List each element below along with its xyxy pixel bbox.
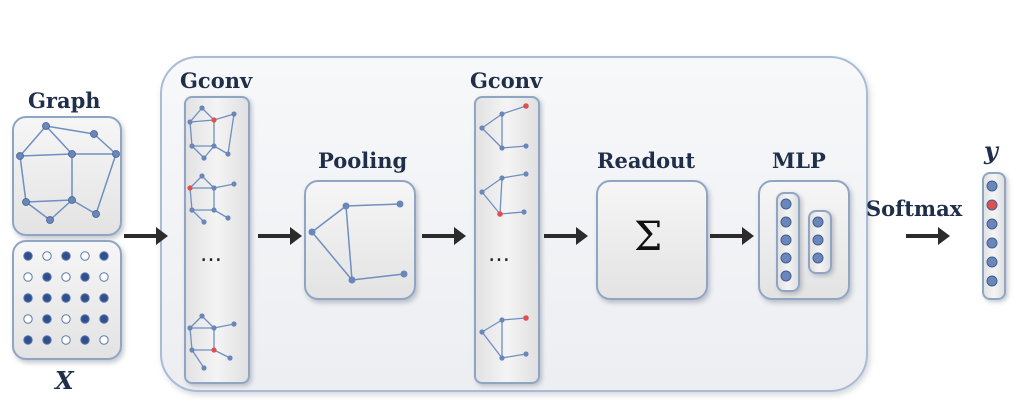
feature-cell — [99, 314, 109, 324]
y-label: y — [984, 136, 998, 165]
feature-cell — [23, 335, 33, 345]
arrow-input-to-gconv — [124, 227, 168, 245]
graph-label: Graph — [28, 88, 101, 113]
gconv1-ellipsis: … — [200, 242, 224, 267]
mlp-label: MLP — [772, 148, 826, 173]
gconv1-graphs — [187, 105, 237, 371]
feature-cell — [61, 272, 71, 282]
feature-cell — [80, 293, 90, 303]
output-node — [986, 256, 998, 268]
feature-cell — [80, 335, 90, 345]
mlp-node — [780, 216, 792, 228]
output-node — [986, 180, 998, 192]
gconv1-strip — [184, 96, 250, 384]
feature-cell — [42, 293, 52, 303]
arrow-readout-to-mlp — [710, 227, 754, 245]
mlp-node — [812, 252, 824, 264]
arrow-pooling-to-gconv — [422, 227, 466, 245]
gconv2-ellipsis: … — [488, 242, 512, 267]
feature-cell — [80, 272, 90, 282]
mlp-node — [780, 252, 792, 264]
feature-cell — [42, 314, 52, 324]
pooling-label: Pooling — [318, 148, 408, 173]
feature-cell — [42, 272, 52, 282]
gconv1-label: Gconv — [180, 68, 253, 93]
x-label: X — [55, 366, 74, 395]
mlp-node — [780, 198, 792, 210]
readout-label: Readout — [597, 148, 696, 173]
readout-box — [596, 180, 708, 300]
feature-cell — [42, 335, 52, 345]
feature-cell — [61, 293, 71, 303]
mlp-node — [780, 270, 792, 282]
output-node — [986, 199, 998, 211]
feature-cell — [99, 272, 109, 282]
feature-cell — [61, 335, 71, 345]
feature-cell — [99, 251, 109, 261]
mlp-node — [812, 234, 824, 246]
feature-cell — [23, 293, 33, 303]
arrow-gconv-to-pooling — [258, 227, 302, 245]
pooling-graph — [308, 200, 408, 284]
output-node — [986, 275, 998, 287]
feature-cell — [99, 335, 109, 345]
mlp-box — [758, 180, 850, 300]
feature-cell — [23, 314, 33, 324]
sigma-symbol: Σ — [634, 214, 663, 260]
feature-cell — [23, 251, 33, 261]
output-nodes — [986, 180, 998, 287]
gconv2-label: Gconv — [470, 68, 543, 93]
graph-input-drawing — [16, 122, 120, 224]
feature-cell — [99, 293, 109, 303]
feature-cell — [23, 272, 33, 282]
feature-cell — [61, 314, 71, 324]
feature-cell — [42, 251, 52, 261]
gconv2-graphs — [479, 103, 529, 361]
mlp-node — [780, 234, 792, 246]
feature-matrix — [23, 251, 109, 345]
arrow-gconv-to-readout — [544, 227, 588, 245]
feature-cell — [80, 251, 90, 261]
output-node — [986, 237, 998, 249]
graph-input-box — [12, 116, 122, 236]
feature-cell — [80, 314, 90, 324]
arrow-softmax — [906, 227, 950, 245]
softmax-label: Softmax — [866, 196, 963, 221]
pooling-box — [304, 180, 416, 300]
output-node — [986, 218, 998, 230]
feature-cell — [61, 251, 71, 261]
mlp-node — [812, 216, 824, 228]
mlp-nodes — [780, 198, 824, 282]
